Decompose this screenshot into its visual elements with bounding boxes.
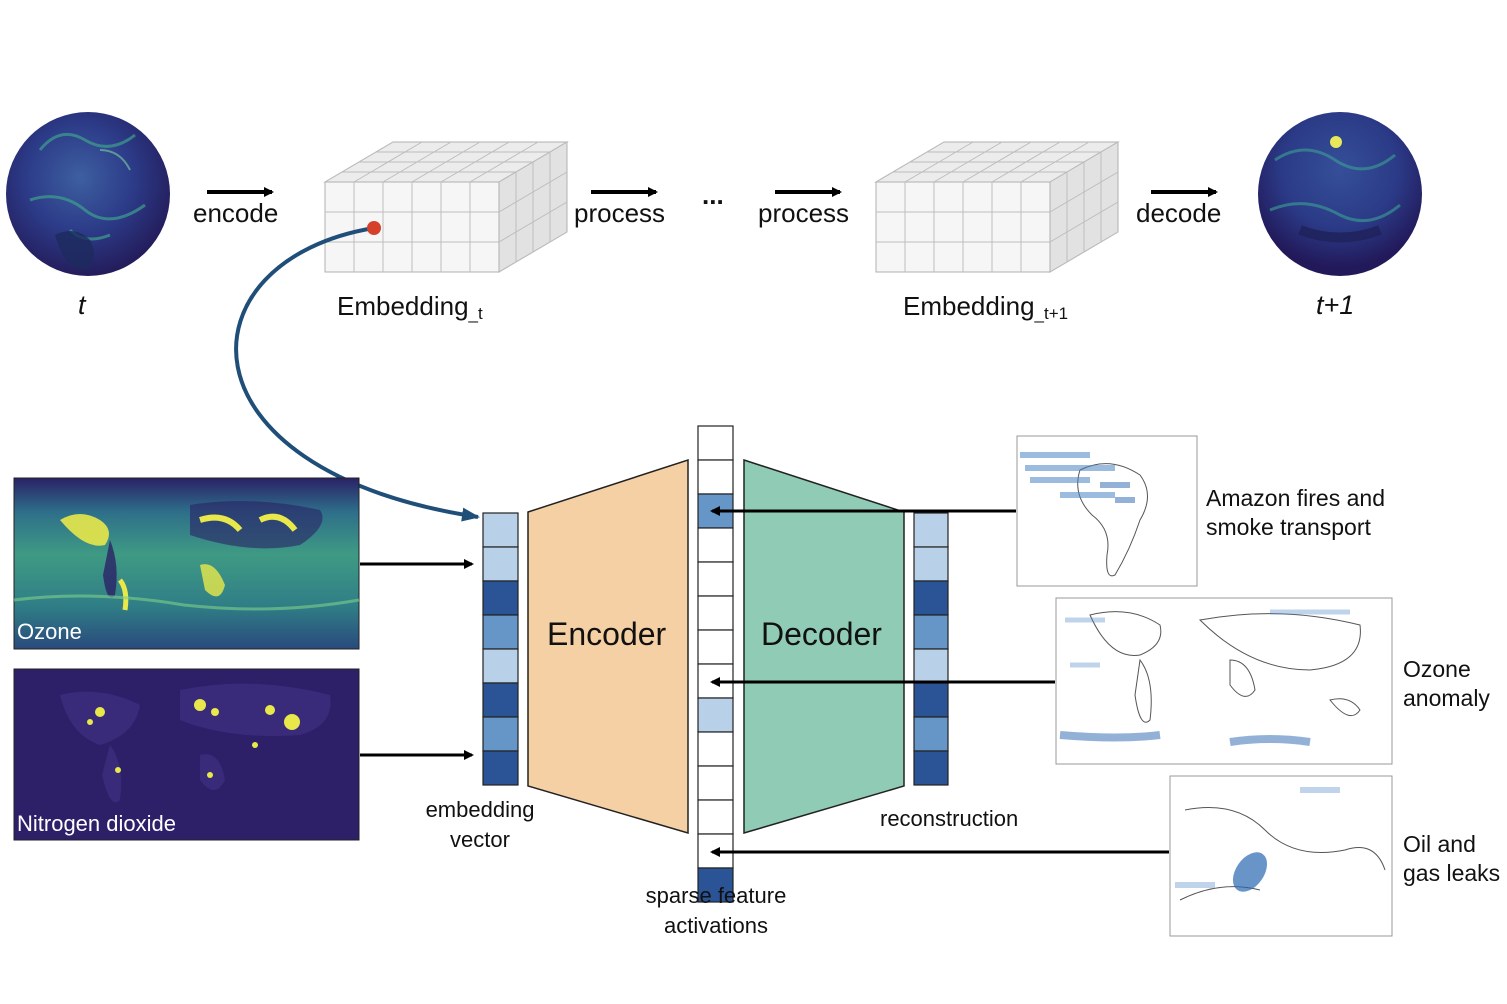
feature-ozone-label: Ozone anomaly <box>1403 655 1490 713</box>
process-label-1: process <box>574 198 666 228</box>
no2-map-label: Nitrogen dioxide <box>17 811 176 836</box>
feature-oil-label: Oil and gas leaks <box>1403 830 1500 888</box>
feature-ozone-line2: anomaly <box>1403 685 1490 711</box>
cube-grid-line <box>498 201 568 243</box>
sparse-cell-13 <box>697 867 734 903</box>
feature-ozone-line1: Ozone <box>1403 656 1471 682</box>
feature-amazon-line1: Amazon fires and <box>1206 485 1385 511</box>
sparse-cell-3 <box>697 527 734 563</box>
input-time-label: t <box>78 290 86 320</box>
cube-grid-line <box>1049 201 1119 243</box>
embedding-cell-5 <box>482 682 519 718</box>
encode-label: encode <box>193 198 279 228</box>
feature-oil-line1: Oil and <box>1403 831 1476 857</box>
sparse-activation-vector <box>697 425 734 903</box>
embedding-cell-6 <box>482 716 519 752</box>
embedding-vector-label-line2: vector <box>450 827 510 852</box>
embedding-vector-label-line1: embedding <box>425 797 535 822</box>
sparse-label-line2: activations <box>664 913 768 938</box>
globe-input <box>6 112 170 276</box>
embedding-t1-main: Embedding <box>903 291 1035 321</box>
reconstruction-cell-0 <box>913 512 949 548</box>
reconstruction-cell-4 <box>913 648 949 684</box>
decode-label: decode <box>1136 198 1222 228</box>
reconstruction-label: reconstruction <box>880 806 1019 831</box>
sparse-cell-0 <box>697 425 734 461</box>
feature-map-amazon <box>1016 435 1198 587</box>
sparse-cell-8 <box>697 697 734 733</box>
reconstruction-cell-3 <box>913 614 949 650</box>
embedding-t-sub: _t <box>468 304 483 323</box>
nitrogen-dioxide-map <box>13 668 360 841</box>
encoder-label: Encoder <box>547 616 667 652</box>
embedding-cell-3 <box>482 614 519 650</box>
decoder-block <box>743 458 905 835</box>
ozone-map <box>13 477 360 650</box>
embedding-t-main: Embedding <box>337 291 469 321</box>
sparse-cell-10 <box>697 765 734 801</box>
sparse-activations-label: sparse feature activations <box>616 881 816 941</box>
sample-point-dot <box>367 221 381 235</box>
cube-grid-line <box>498 171 568 213</box>
embedding-to-vector-curve <box>234 226 480 522</box>
embedding-cell-0 <box>482 512 519 548</box>
embedding-cell-4 <box>482 648 519 684</box>
process-label-2: process <box>758 198 850 228</box>
sparse-cell-9 <box>697 731 734 767</box>
sparse-cell-1 <box>697 459 734 495</box>
cube-grid-line <box>1049 171 1119 213</box>
reconstruction-cell-5 <box>913 682 949 718</box>
reconstruction-cell-1 <box>913 546 949 582</box>
feature-oil-line2: gas leaks <box>1403 860 1501 886</box>
embedding-vector-label: embedding vector <box>400 795 560 855</box>
reconstruction-cell-7 <box>913 750 949 786</box>
ellipsis-label: ... <box>702 180 724 210</box>
sparse-cell-5 <box>697 595 734 631</box>
globe-output <box>1258 112 1422 276</box>
cube-grid-line <box>1049 231 1119 273</box>
embedding-t-label: Embedding_t <box>337 291 483 324</box>
reconstruction-cell-2 <box>913 580 949 616</box>
embedding-cell-7 <box>482 750 519 786</box>
feature-map-ozone-anomaly <box>1055 597 1393 765</box>
embedding-cell-2 <box>482 580 519 616</box>
embedding-t-cube <box>323 141 569 273</box>
encoder-block <box>527 458 689 835</box>
ozone-map-label: Ozone <box>17 619 82 644</box>
embedding-t1-cube <box>874 141 1120 273</box>
sparse-cell-6 <box>697 629 734 665</box>
output-time-label: t+1 <box>1316 290 1355 320</box>
cube-grid-line <box>498 231 568 273</box>
feature-map-oil-gas <box>1169 775 1393 937</box>
feature-amazon-label: Amazon fires and smoke transport <box>1206 484 1385 542</box>
decoder-label: Decoder <box>761 616 882 652</box>
sparse-cell-11 <box>697 799 734 835</box>
embedding-cell-1 <box>482 546 519 582</box>
feature-amazon-line2: smoke transport <box>1206 514 1371 540</box>
reconstruction-cell-6 <box>913 716 949 752</box>
embedding-t1-label: Embedding_t+1 <box>903 291 1068 324</box>
sparse-cell-4 <box>697 561 734 597</box>
sparse-label-line1: sparse feature <box>645 883 787 908</box>
embedding-t1-sub: _t+1 <box>1034 304 1069 323</box>
reconstruction-vector <box>913 512 949 786</box>
embedding-vector <box>482 512 519 786</box>
